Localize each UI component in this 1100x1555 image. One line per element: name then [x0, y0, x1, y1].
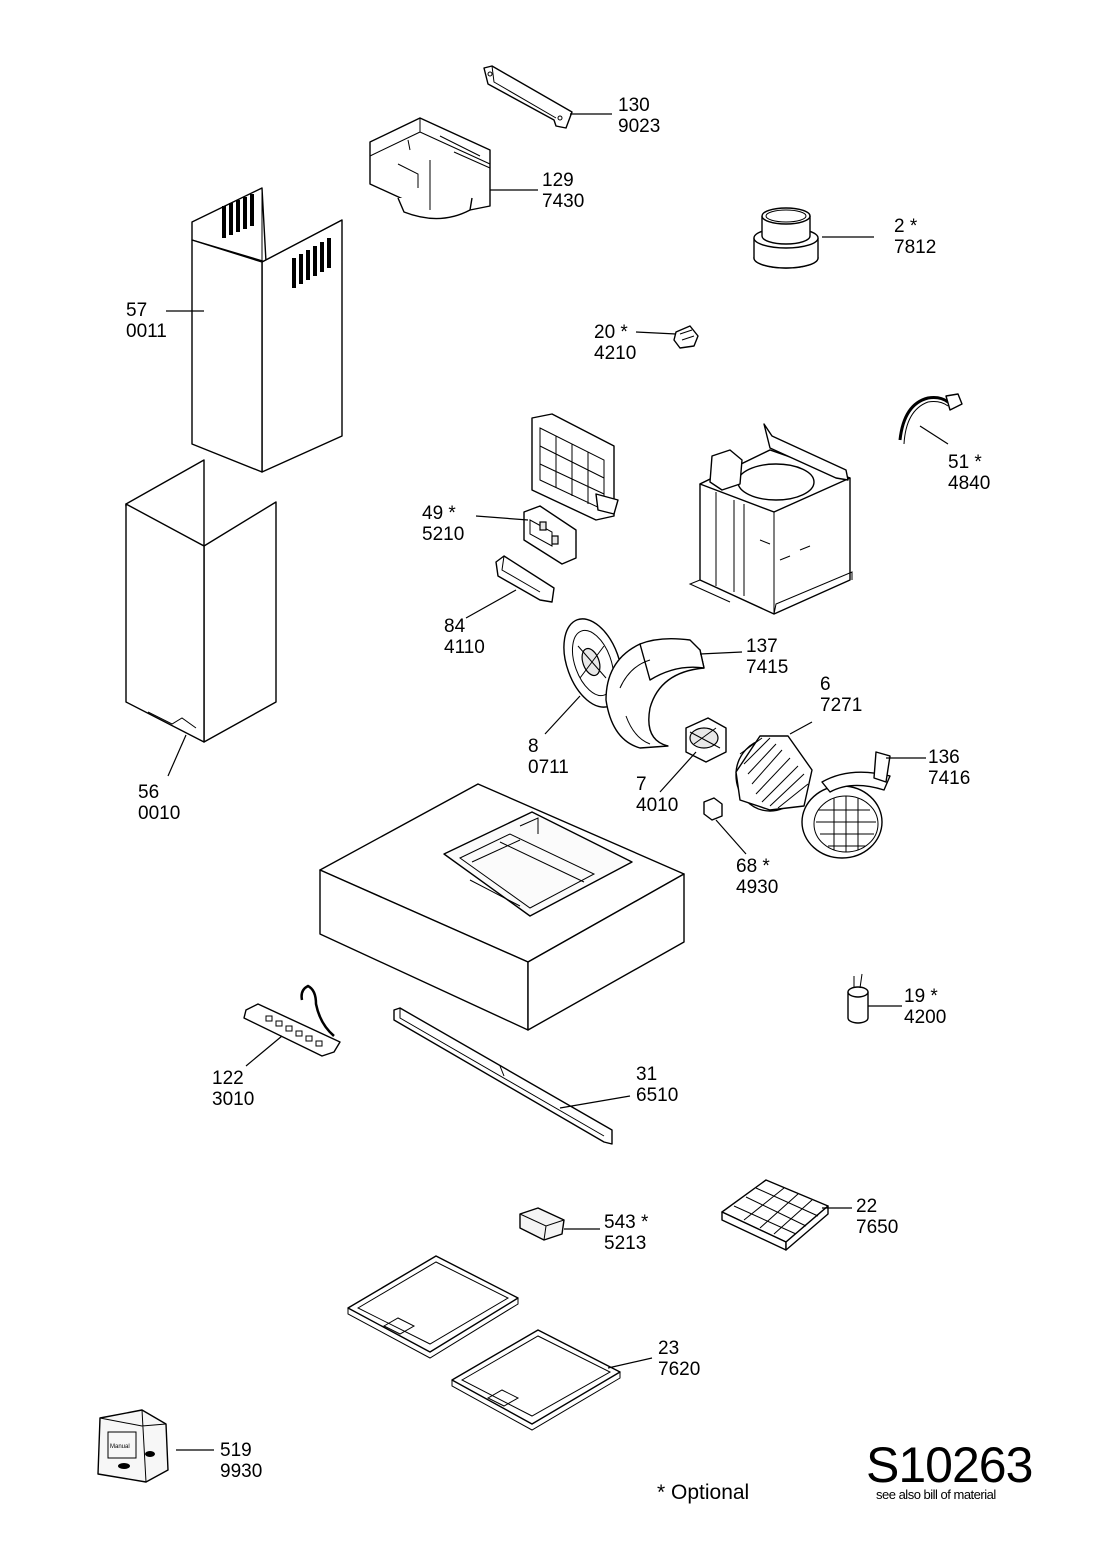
part-22-carbon-filter: [721, 1179, 852, 1251]
label-part-49: 49 *5210: [422, 503, 465, 545]
label-part-19: 19 *4200: [904, 986, 947, 1028]
part-129-air-outlet: [369, 117, 538, 220]
label-part-20: 20 *4210: [594, 322, 637, 364]
part-31-trim-strip: [393, 1007, 631, 1145]
part-23-grease-filter-back: [347, 1255, 519, 1359]
part-19-capacitor: [847, 973, 902, 1024]
part-57-upper-chimney: [166, 187, 343, 473]
bag-label-text: Manual: [110, 1444, 130, 1450]
part-130-bracket: [483, 65, 612, 129]
part-122-control-panel: [243, 984, 341, 1067]
part-136-fan-casing: [801, 751, 926, 859]
grease-filter-frame-small: [531, 413, 619, 521]
part-2-collar: [753, 207, 874, 269]
part-6-impeller: [735, 721, 813, 812]
part-23-grease-filter-front: [451, 1329, 653, 1431]
part-519-accessory-bag: Manual: [97, 1409, 214, 1483]
motor-housing-box: [688, 423, 853, 615]
part-49-control-board: [475, 505, 577, 565]
label-part-2: 2 *7812: [894, 216, 937, 258]
document-note: see also bill of material: [876, 1487, 996, 1502]
part-84-cover: [465, 555, 555, 619]
label-part-68: 68 *4930: [736, 856, 779, 898]
part-20-connector: [635, 325, 699, 349]
label-part-543: 543 *5213: [604, 1212, 649, 1254]
label-part-51: 51 *4840: [948, 452, 991, 494]
document-number: S10263: [866, 1437, 1033, 1493]
hood-canopy-body: [319, 783, 685, 1031]
part-51-cable: [898, 393, 963, 445]
part-68-capacitor-small: [703, 797, 747, 855]
part-56-lower-chimney: [125, 459, 277, 777]
part-137-fan-scroll: [605, 637, 743, 749]
optional-legend-note: * Optional: [657, 1481, 750, 1504]
part-543-module: [519, 1207, 600, 1241]
part-7-motor: [659, 717, 727, 793]
